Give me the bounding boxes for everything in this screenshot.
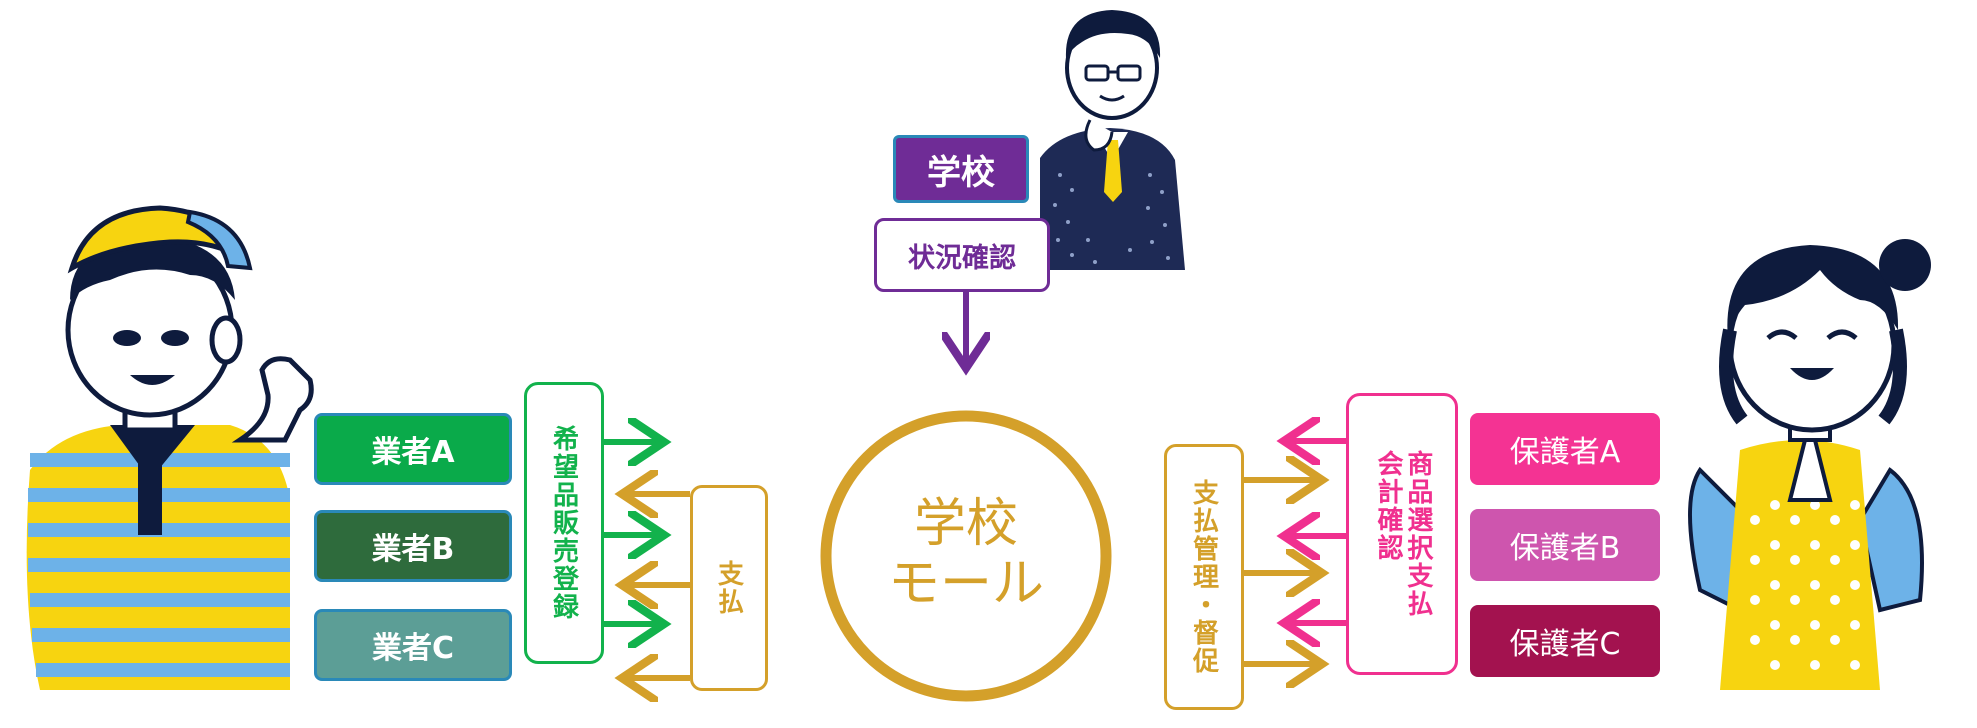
guardian-a-label: 保護者A	[1509, 435, 1621, 470]
vendor-b-label: 業者B	[371, 532, 455, 567]
school-mall-label-line1: 学校	[913, 494, 1018, 555]
school-mall-circle	[820, 410, 1112, 702]
vendor-a-label: 業者A	[371, 435, 455, 470]
status-check-label: 状況確認	[908, 242, 1016, 274]
school-mall-label-line2: モール	[887, 554, 1044, 614]
payment-label: 支払	[713, 560, 744, 616]
guardian-b-label: 保護者B	[1509, 531, 1621, 566]
product-select-box[interactable]: 商品選択支払 会計確認	[1346, 393, 1458, 675]
school-badge[interactable]: 学校	[893, 135, 1029, 203]
teacher-person-icon	[1040, 10, 1185, 270]
payment-management-box[interactable]: 支払管理・督促	[1164, 444, 1244, 710]
vendor-person-icon	[26, 205, 314, 690]
sales-register-label: 希望品販売登録	[548, 425, 579, 621]
product-select-text: 商品選択支払 会計確認	[1372, 450, 1433, 618]
status-check-box[interactable]: 状況確認	[874, 218, 1050, 292]
guardian-c-label: 保護者C	[1509, 627, 1621, 662]
vendor-b-box[interactable]: 業者B	[314, 510, 512, 582]
payment-management-label: 支払管理・督促	[1188, 479, 1219, 675]
vendor-c-label: 業者C	[371, 631, 455, 666]
guardian-b-box[interactable]: 保護者B	[1470, 509, 1660, 581]
sales-register-box[interactable]: 希望品販売登録	[524, 382, 604, 664]
guardian-c-box[interactable]: 保護者C	[1470, 605, 1660, 677]
product-select-line1: 商品選択支払	[1402, 450, 1433, 618]
product-select-line2: 会計確認	[1373, 450, 1403, 562]
guardian-person-icon	[1688, 239, 1931, 690]
school-mall-label[interactable]: 学校 モール	[846, 485, 1086, 625]
vendor-c-box[interactable]: 業者C	[314, 609, 512, 681]
payment-box[interactable]: 支払	[690, 485, 768, 691]
school-badge-label: 学校	[927, 152, 995, 193]
vendor-a-box[interactable]: 業者A	[314, 413, 512, 485]
guardian-a-box[interactable]: 保護者A	[1470, 413, 1660, 485]
